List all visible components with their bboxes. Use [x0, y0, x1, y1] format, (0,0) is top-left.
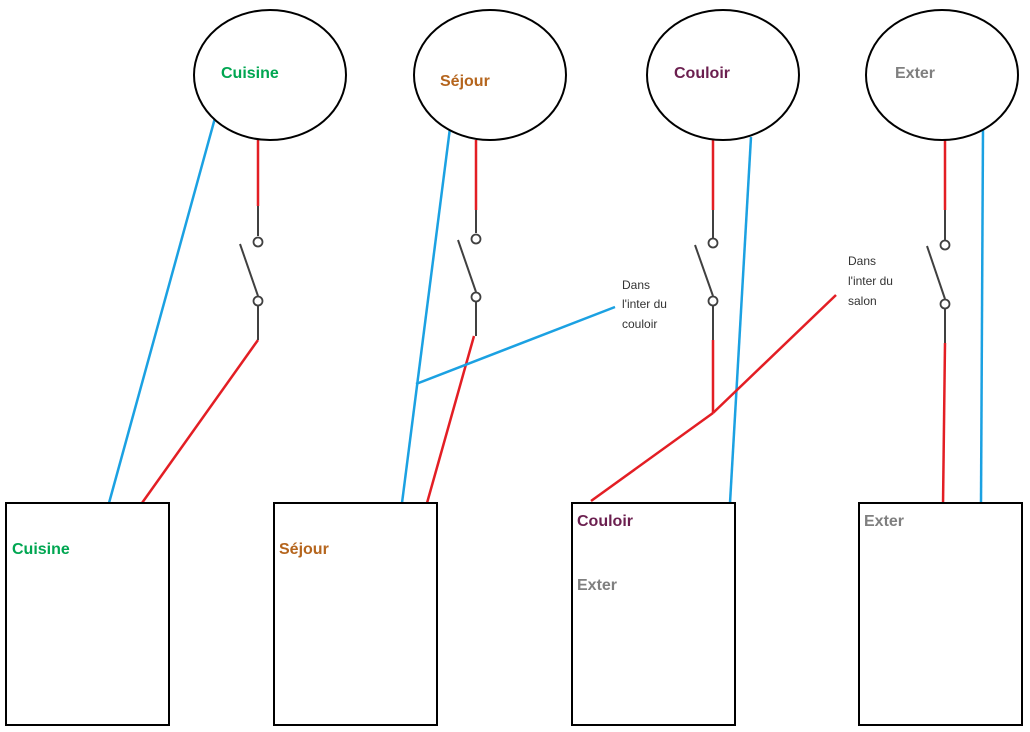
box-cuisine-label: Cuisine: [12, 541, 70, 558]
switch-cuisine: [239, 206, 264, 340]
switch-couloir: [694, 210, 719, 340]
annotation-salon-line-3: salon: [848, 294, 877, 308]
couloir-box-phase-wire: [590, 411, 714, 503]
annotation-couloir-line-2: l'inter du: [622, 297, 667, 311]
annotation-couloir-switch: Dans l'inter du couloir: [622, 278, 667, 331]
annotation-salon-line-1: Dans: [848, 254, 876, 268]
salon-switch-link-wire: [712, 294, 837, 414]
couloir-return-wire: [728, 136, 753, 504]
lamp-exter: Exter: [865, 9, 1019, 141]
box-couloir-exter-label: Exter: [577, 577, 617, 594]
box-sejour-label: Séjour: [279, 541, 329, 558]
lamp-sejour: Séjour: [413, 9, 567, 141]
lamp-cuisine-label: Cuisine: [221, 65, 279, 82]
lamp-couloir-label: Couloir: [674, 65, 730, 82]
sejour-box-phase-wire: [425, 335, 476, 504]
switch-sejour: [457, 210, 482, 336]
wires: [107, 117, 985, 506]
box-cuisine: Cuisine: [5, 502, 170, 726]
lamp-exter-label: Exter: [895, 65, 935, 82]
switch-exter: [926, 210, 951, 343]
box-couloir-label: Couloir: [577, 513, 633, 530]
lamp-cuisine: Cuisine: [193, 9, 347, 141]
box-exter: Exter: [858, 502, 1023, 726]
box-exter-label: Exter: [864, 513, 904, 530]
box-couloir: Couloir Exter: [571, 502, 736, 726]
annotation-salon-line-2: l'inter du: [848, 274, 893, 288]
annotation-salon-switch: Dans l'inter du salon: [848, 254, 893, 308]
annotation-couloir-line-3: couloir: [622, 317, 657, 331]
lamp-sejour-label: Séjour: [440, 73, 490, 90]
box-sejour: Séjour: [273, 502, 438, 726]
annotation-couloir-line-1: Dans: [622, 278, 650, 292]
sejour-return-wire: [400, 127, 452, 504]
exter-return-wire: [979, 127, 985, 504]
couloir-switch-link-wire: [415, 305, 616, 386]
cuisine-return-wire: [107, 117, 217, 504]
exter-box-phase-wire: [941, 342, 947, 506]
cuisine-box-phase-wire: [140, 339, 260, 504]
lamp-couloir: Couloir: [646, 9, 800, 141]
